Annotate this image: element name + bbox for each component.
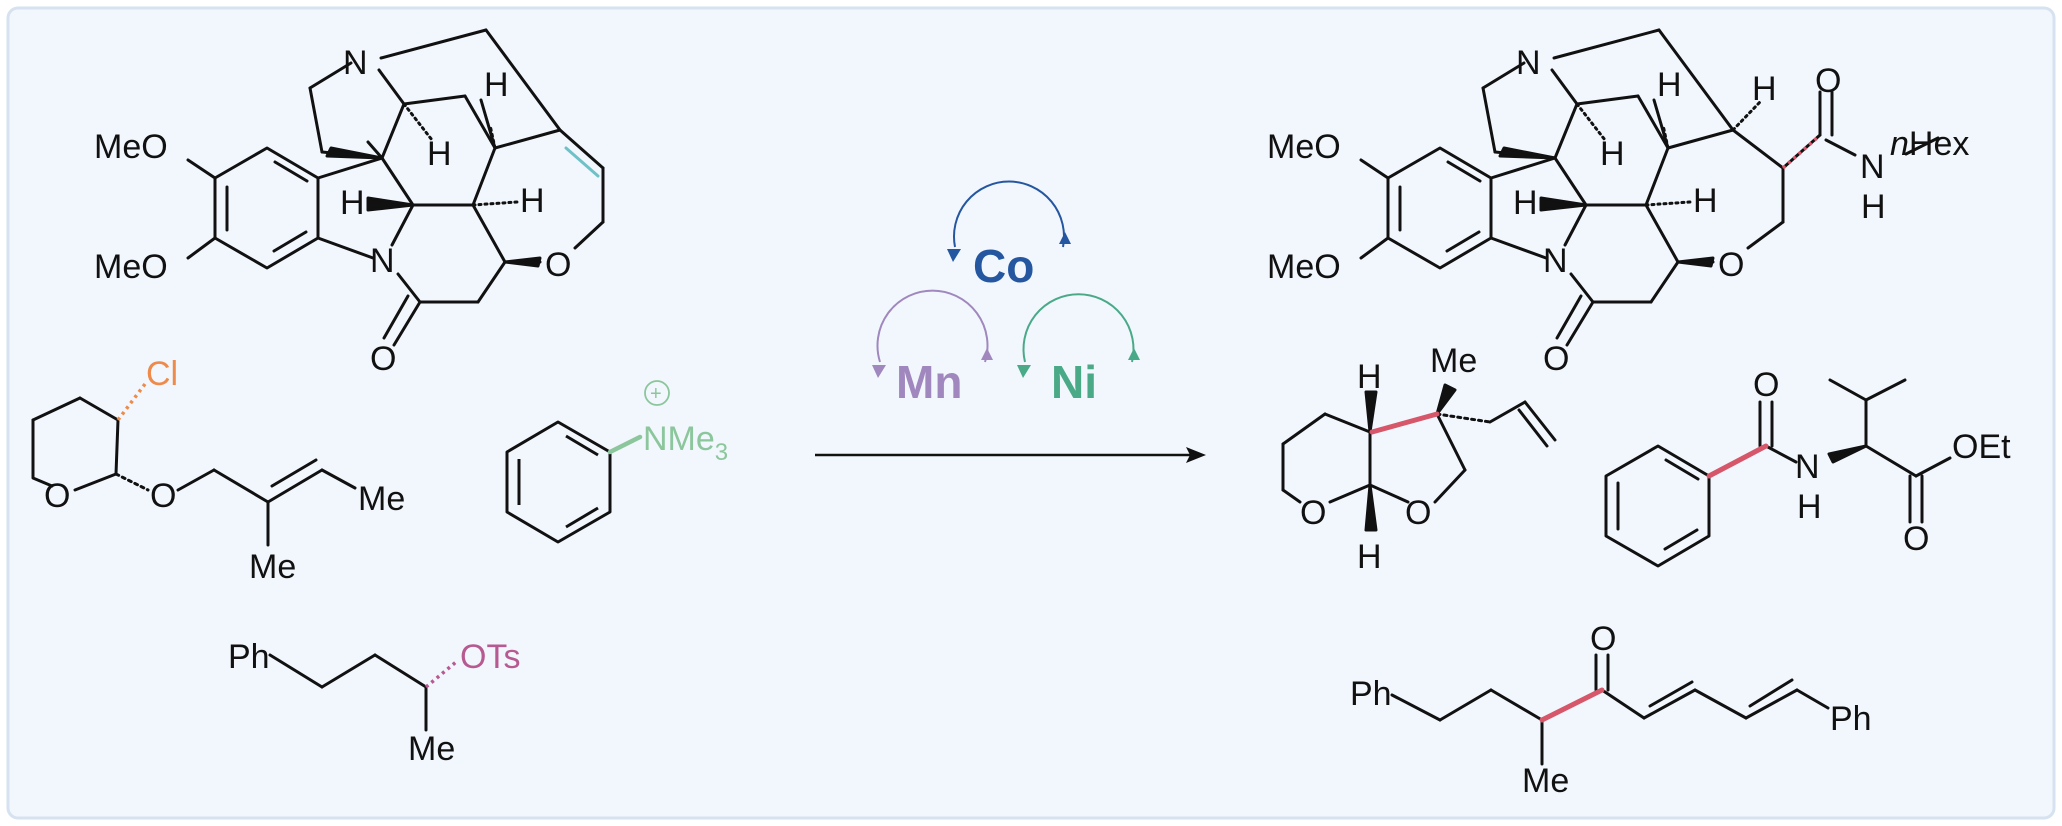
cl-label: Cl bbox=[146, 355, 178, 393]
h-label: H bbox=[1693, 182, 1718, 220]
c-n-bond bbox=[607, 434, 643, 455]
alkaloid-substrate bbox=[186, 28, 605, 347]
me-label: Me bbox=[249, 548, 296, 586]
plus-charge: + bbox=[650, 383, 662, 405]
co-cycle-arrowhead bbox=[1059, 232, 1071, 244]
ni-cycle-arrowhead bbox=[1128, 348, 1140, 360]
mn-cycle-arc bbox=[876, 289, 989, 363]
h-label: H bbox=[1752, 70, 1777, 108]
oet-label: OEt bbox=[1952, 428, 2011, 466]
new-c-c-bond bbox=[1706, 443, 1769, 479]
h-label: H bbox=[1797, 488, 1822, 526]
o-label: O bbox=[1590, 620, 1616, 658]
reaction-arrowhead bbox=[1186, 447, 1206, 463]
meo-label: MeO bbox=[94, 248, 168, 286]
h-label: H bbox=[520, 182, 545, 220]
furofuran-product bbox=[1281, 383, 1557, 532]
ots-label: OTs bbox=[460, 638, 520, 676]
ph-label: Ph bbox=[1830, 700, 1872, 738]
o-label: O bbox=[1903, 520, 1929, 558]
new-c-c-bond bbox=[1369, 411, 1440, 435]
ph-label: Ph bbox=[228, 638, 270, 676]
ni-label: Ni bbox=[1051, 356, 1097, 408]
h-label: H bbox=[1600, 135, 1625, 173]
alkaloid-substrate-labels: MeO MeO N N O O H H H H bbox=[94, 44, 571, 378]
n-label: N bbox=[370, 242, 395, 280]
o-label: O bbox=[150, 477, 176, 515]
o-label: O bbox=[1815, 62, 1841, 100]
me-label: Me bbox=[358, 480, 405, 518]
meo-label: MeO bbox=[1267, 128, 1341, 166]
h-label: H bbox=[1861, 188, 1886, 226]
panel-background bbox=[6, 6, 2056, 820]
mn-cycle-arrowhead bbox=[872, 365, 886, 378]
chloro-acetal-substrate bbox=[31, 396, 357, 547]
alkyl-tosylate-labels: Ph OTs Me bbox=[228, 638, 520, 768]
n-label: N bbox=[1860, 148, 1885, 186]
h-label: H bbox=[427, 135, 452, 173]
alkyl-tosylate-substrate bbox=[268, 653, 428, 732]
n-label: N bbox=[1543, 242, 1568, 280]
nhex-italic-n: n bbox=[1890, 125, 1909, 163]
o-label: O bbox=[1405, 494, 1431, 532]
co-label: Co bbox=[973, 240, 1034, 292]
h-label: H bbox=[484, 66, 509, 104]
cobalt-cycle: Co bbox=[947, 180, 1071, 292]
o-label: O bbox=[370, 340, 396, 378]
me-label: Me bbox=[408, 730, 455, 768]
o-label: O bbox=[545, 246, 571, 284]
h-label: H bbox=[340, 184, 365, 222]
h-label: H bbox=[1513, 184, 1538, 222]
dienone-product bbox=[1390, 653, 1830, 766]
nme3-label: NMe3 bbox=[643, 420, 728, 466]
nhex-label: nHex bbox=[1890, 125, 1969, 163]
ni-cycle-arrowhead bbox=[1017, 365, 1031, 378]
h-label: H bbox=[1657, 66, 1682, 104]
new-c-c-bond bbox=[1781, 135, 1820, 170]
alkaloid-product bbox=[1359, 28, 1940, 347]
n-label: N bbox=[1795, 448, 1820, 486]
n-label: N bbox=[343, 44, 368, 82]
mn-cycle-arrowhead bbox=[981, 348, 993, 360]
co-cycle-arrowhead bbox=[947, 249, 961, 262]
nickel-cycle: Ni bbox=[1017, 293, 1140, 408]
h-label: H bbox=[1357, 358, 1382, 396]
o-label: O bbox=[1718, 246, 1744, 284]
furofuran-labels: H H Me O O bbox=[1300, 342, 1477, 576]
meo-label: MeO bbox=[1267, 248, 1341, 286]
o-label: O bbox=[1753, 366, 1779, 404]
o-label: O bbox=[1543, 340, 1569, 378]
nme3-subscript: 3 bbox=[715, 439, 728, 466]
h-label: H bbox=[1357, 538, 1382, 576]
benzoyl-valine-labels: O N H O OEt bbox=[1753, 366, 2011, 558]
alkene-highlight bbox=[564, 146, 600, 178]
ph-label: Ph bbox=[1350, 675, 1392, 713]
dienone-labels: Ph O Ph Me bbox=[1350, 620, 1872, 800]
co-cycle-arc bbox=[953, 180, 1065, 248]
me-label: Me bbox=[1522, 762, 1569, 800]
meo-label: MeO bbox=[94, 128, 168, 166]
manganese-cycle: Mn bbox=[872, 289, 993, 408]
c-cl-bond bbox=[116, 382, 147, 422]
ni-cycle-arc bbox=[1022, 293, 1135, 363]
plus-charge-circle bbox=[644, 380, 670, 406]
o-label: O bbox=[44, 477, 70, 515]
alkaloid-product-labels: MeO MeO N N O O O N H nHex H H H H H bbox=[1267, 44, 1969, 378]
chloro-acetal-labels: Cl O O Me Me bbox=[44, 355, 405, 586]
n-label: N bbox=[1516, 44, 1541, 82]
o-label: O bbox=[1300, 494, 1326, 532]
mn-label: Mn bbox=[896, 356, 962, 408]
new-c-c-bond bbox=[1539, 687, 1605, 723]
me-label: Me bbox=[1430, 342, 1477, 380]
